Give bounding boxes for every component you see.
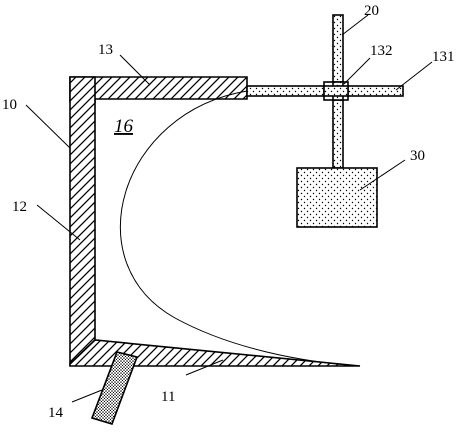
label-horizontal-rod: 131	[432, 49, 455, 65]
label-chamber: 16	[114, 116, 134, 137]
side-wall	[69, 76, 96, 366]
weight-block	[296, 167, 378, 228]
label-housing: 10	[2, 97, 17, 113]
label-vertical-rod: 20	[364, 3, 379, 19]
label-top-wall: 13	[98, 42, 113, 58]
label-side-wall: 12	[12, 199, 27, 215]
reference-labels: 10 12 13 16 11 14 20 132 131 30	[2, 3, 455, 421]
label-bottom-wall: 11	[161, 389, 175, 405]
outlet-port	[90, 351, 139, 425]
housing	[69, 76, 361, 367]
top-wall	[69, 76, 248, 103]
label-joint: 132	[370, 43, 393, 59]
joint	[323, 81, 349, 101]
label-weight-block: 30	[410, 148, 425, 164]
label-outlet-port: 14	[48, 405, 64, 421]
leader-lines	[25, 14, 433, 403]
chamber-curve	[120, 90, 361, 367]
